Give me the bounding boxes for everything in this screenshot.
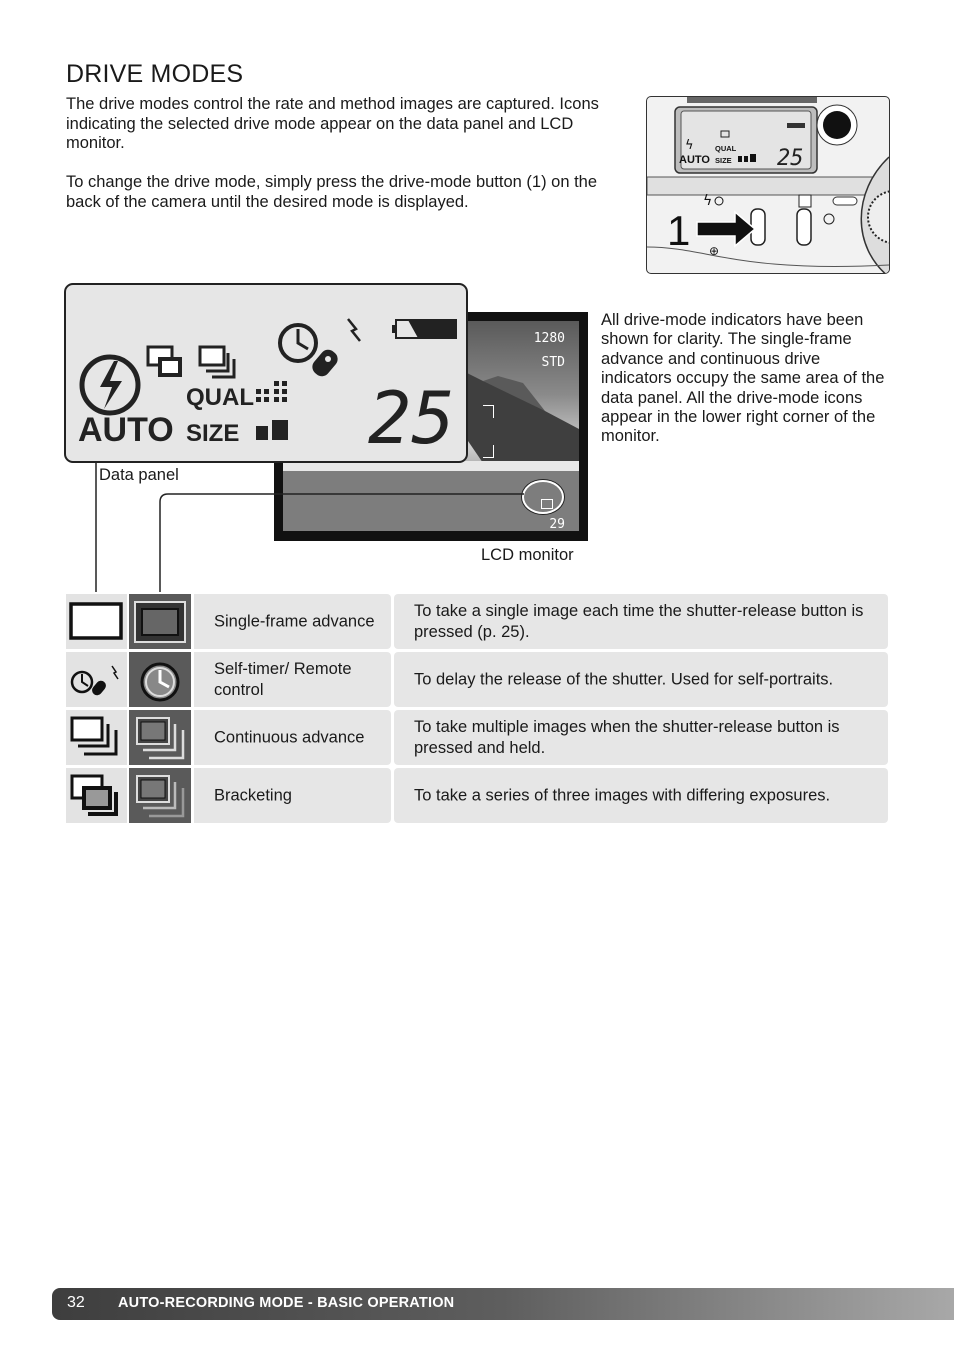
camera-lcd-qual: QUAL	[715, 144, 737, 153]
panel-qual-label: QUAL	[186, 384, 254, 411]
lcd-monitor-caption: LCD monitor	[481, 546, 574, 564]
intro-text: The drive modes control the rate and met…	[66, 95, 599, 152]
table-row: Continuous advance To take multiple imag…	[66, 710, 888, 765]
camera-lcd-size: SIZE	[715, 156, 732, 165]
battery-icon	[392, 319, 457, 339]
mode-description: To delay the release of the shutter. Use…	[414, 670, 834, 688]
self-timer-remote-icon	[66, 652, 127, 707]
page-number: 32	[67, 1294, 85, 1311]
continuous-icon	[129, 710, 191, 765]
single-frame-icon	[129, 594, 191, 649]
bracketing-icon	[146, 345, 182, 377]
lcd-resolution: 1280	[533, 331, 565, 346]
panel-size-label: SIZE	[186, 420, 239, 447]
mode-name: Self-timer/ Remote control	[214, 659, 352, 699]
table-row: Bracketing To take a series of three ima…	[66, 768, 888, 823]
focus-frame-bottom	[483, 445, 494, 458]
data-panel-caption: Data panel	[99, 466, 179, 484]
lcd-icon-highlight	[522, 480, 564, 514]
self-timer-icon	[129, 652, 191, 707]
lcd-frame-counter: 29	[549, 517, 565, 532]
mode-name: Continuous advance	[214, 728, 365, 746]
panel-frame-count: 25	[368, 376, 455, 460]
page-footer: 32 AUTO-RECORDING MODE - BASIC OPERATION	[52, 1288, 954, 1320]
single-frame-icon	[66, 594, 127, 649]
svg-text:ϟ: ϟ	[685, 138, 694, 153]
bracketing-icon	[129, 768, 191, 823]
data-panel: QUAL AUTO SIZE 25	[64, 283, 468, 463]
section-title: AUTO-RECORDING MODE - BASIC OPERATION	[118, 1295, 455, 1311]
mode-name: Bracketing	[214, 786, 292, 804]
page-heading: DRIVE MODES	[66, 60, 244, 88]
lcd-quality: STD	[541, 355, 565, 370]
camera-lcd-count: 25	[777, 146, 804, 171]
self-timer-icon	[278, 323, 318, 363]
table-row: Self-timer/ Remote control To delay the …	[66, 652, 888, 707]
focus-frame-top	[483, 405, 494, 418]
mode-description: To take a single image each time the shu…	[414, 601, 864, 641]
svg-text:⊕: ⊕	[709, 244, 719, 258]
remote-control-icon	[312, 318, 361, 377]
mode-description: To take multiple images when the shutter…	[414, 717, 840, 757]
mode-description: To take a series of three images with di…	[414, 786, 831, 804]
camera-back-illustration: ϟ AUTO QUAL SIZE 25 ϟ ⊕ 1	[646, 96, 890, 274]
instruction-text: To change the drive mode, simply press t…	[66, 173, 598, 211]
panel-auto-label: AUTO	[78, 411, 174, 449]
mode-name: Single-frame advance	[214, 612, 375, 630]
side-note: All drive-mode indicators have been show…	[601, 311, 885, 446]
svg-text:ϟ: ϟ	[703, 193, 712, 209]
table-row: Single-frame advance To take a single im…	[66, 594, 888, 649]
continuous-icon	[198, 345, 236, 379]
drive-mode-button-callout: 1	[667, 207, 690, 254]
bracketing-icon	[66, 768, 127, 823]
continuous-icon	[66, 710, 127, 765]
camera-lcd-auto: AUTO	[679, 154, 710, 166]
